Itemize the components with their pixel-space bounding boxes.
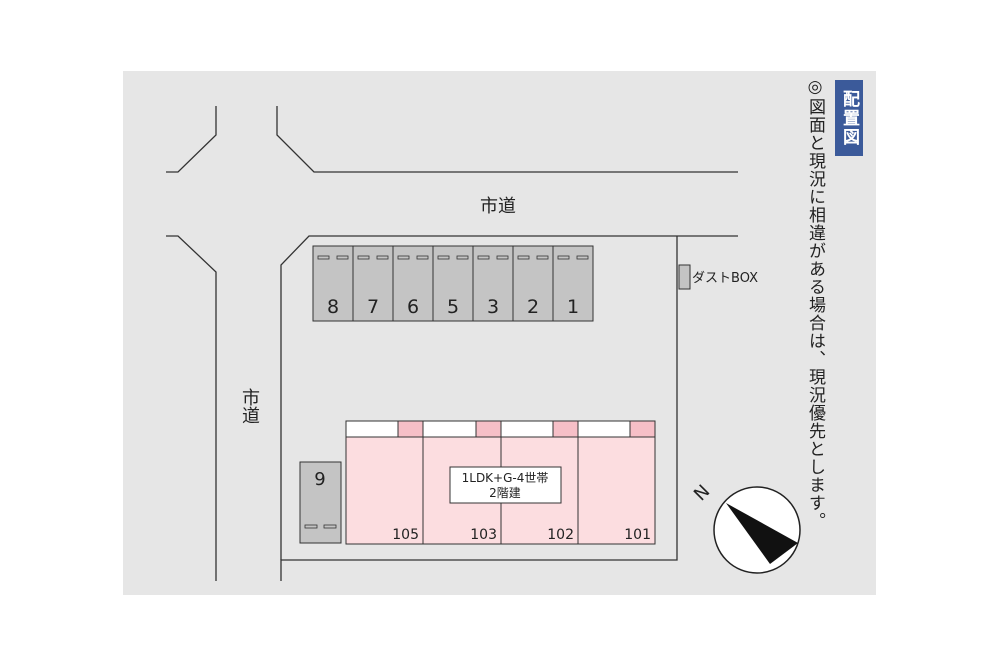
wheel-stop (477, 255, 490, 260)
unit-number: 102 (547, 527, 574, 543)
parking-number: 7 (367, 296, 379, 318)
parking-number: 1 (567, 296, 579, 318)
wheel-stop (416, 255, 429, 260)
unit-number: 101 (624, 527, 651, 543)
parking-number: 3 (487, 296, 499, 318)
wheel-stop (496, 255, 509, 260)
road-label-vertical: 市道 (239, 388, 260, 424)
building-type-label: 1LDK+G-4世帯 (462, 471, 549, 485)
notice-text: ◎図面と現況に相違がある場合は、現況優先とします。 (805, 77, 825, 530)
wheel-stop (536, 255, 549, 260)
wheel-stop (336, 255, 349, 260)
unit-number: 105 (392, 527, 419, 543)
wheel-stop (397, 255, 410, 260)
unit-balcony (422, 420, 477, 438)
parking-number: 5 (447, 296, 459, 318)
wheel-stop (576, 255, 589, 260)
parking-space (392, 245, 434, 322)
unit-balcony (345, 420, 399, 438)
building-floors-label: 2階建 (489, 485, 521, 500)
parking-space (552, 245, 594, 322)
unit-balcony (577, 420, 631, 438)
road-lines (166, 106, 738, 581)
road-label-horizontal: 市道 (480, 196, 516, 217)
wheel-stop (317, 255, 330, 260)
wheel-stop (456, 255, 469, 260)
site-boundary-top (280, 235, 677, 560)
parking-space (472, 245, 514, 322)
unit-accent (552, 420, 579, 438)
wheel-stop (304, 524, 318, 529)
wheel-stop (357, 255, 370, 260)
dust-box-icon (678, 264, 691, 290)
wheel-stop (376, 255, 389, 260)
building-info-box (449, 466, 562, 504)
wheel-stop (517, 255, 530, 260)
parking-space (312, 245, 354, 322)
parking-space (432, 245, 474, 322)
unit-accent (629, 420, 656, 438)
compass-arrow-icon (726, 503, 798, 564)
parking-space-9 (299, 461, 342, 544)
title-badge: 配置図 (835, 80, 863, 156)
unit-accent (397, 420, 424, 438)
dust-box-label: ダストBOX (692, 271, 758, 286)
unit-balcony (500, 420, 554, 438)
unit-accent (475, 420, 502, 438)
parking-number: 2 (527, 296, 539, 318)
parking-number: 6 (407, 296, 419, 318)
parking-area: 8 7 6 5 3 2 1 (312, 245, 594, 322)
parking-number-9: 9 (314, 469, 325, 490)
wheel-stop (557, 255, 570, 260)
wheel-stop (437, 255, 450, 260)
unit-number: 103 (470, 527, 497, 543)
parking-number: 8 (327, 296, 339, 318)
wheel-stop (323, 524, 337, 529)
site-boundary (280, 236, 678, 581)
